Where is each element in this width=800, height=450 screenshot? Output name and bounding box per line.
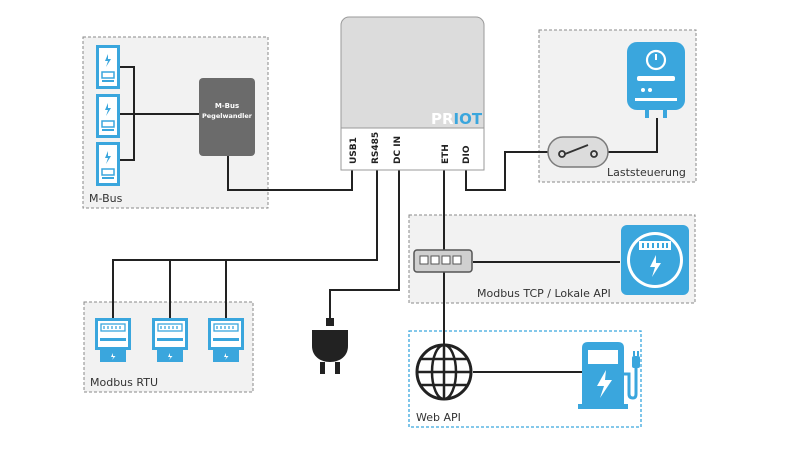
port-dio: DIO xyxy=(462,145,472,164)
port-rs485: RS485 xyxy=(371,132,381,164)
water-heater-icon xyxy=(627,42,685,118)
modbus-meter-icon xyxy=(152,318,188,362)
port-dc-in: DC IN xyxy=(393,136,403,164)
power-plug-icon xyxy=(312,318,348,374)
ev-charger-icon xyxy=(578,342,640,409)
modbus-meter-icon xyxy=(95,318,131,362)
network-switch-icon xyxy=(413,249,473,273)
load-control-group-label: Laststeuerung xyxy=(607,166,686,179)
modbus-rtu-group-label: Modbus RTU xyxy=(90,376,158,389)
energy-meter-icon xyxy=(621,225,689,295)
electric-meter-icon xyxy=(96,94,120,138)
port-usb1: USB1 xyxy=(349,137,359,164)
connection-lines xyxy=(112,66,658,373)
brand-part-2: IOT xyxy=(454,110,483,128)
modbus-tcp-group-label: Modbus TCP / Lokale API xyxy=(477,287,611,300)
mbus-group-label: M-Bus xyxy=(89,192,123,205)
mbus-converter: M-Bus Pegelwandler xyxy=(199,78,255,156)
modbus-meter-icon xyxy=(208,318,244,362)
web-api-group-label: Web API xyxy=(416,411,461,424)
brand-part-1: PR xyxy=(431,110,454,128)
converter-label-2: Pegelwandler xyxy=(202,112,253,120)
converter-label-1: M-Bus xyxy=(215,102,239,110)
priot-device: PRIOT USB1 RS485 DC IN ETH DIO xyxy=(340,16,485,171)
device-brand: PRIOT xyxy=(431,110,483,128)
electric-meter-icon xyxy=(96,142,120,186)
relay-switch-icon xyxy=(547,136,609,168)
electric-meter-icon xyxy=(96,45,120,89)
port-eth: ETH xyxy=(441,144,451,164)
globe-icon xyxy=(415,343,473,401)
